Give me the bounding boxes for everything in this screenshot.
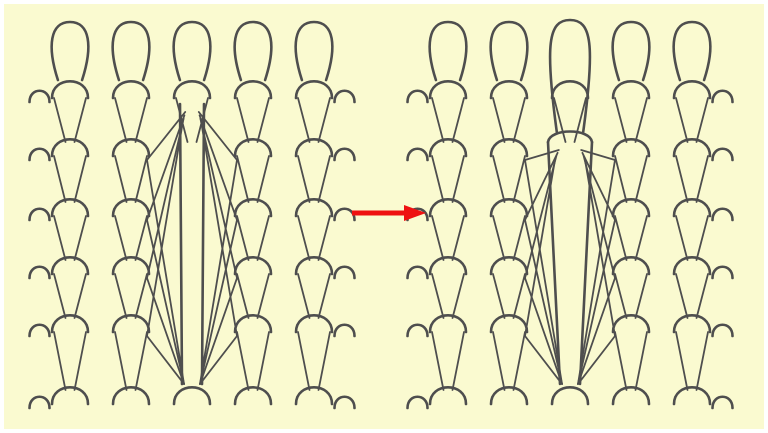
figure-canvas [0, 0, 768, 433]
knitting-ladder-figure [0, 0, 768, 433]
